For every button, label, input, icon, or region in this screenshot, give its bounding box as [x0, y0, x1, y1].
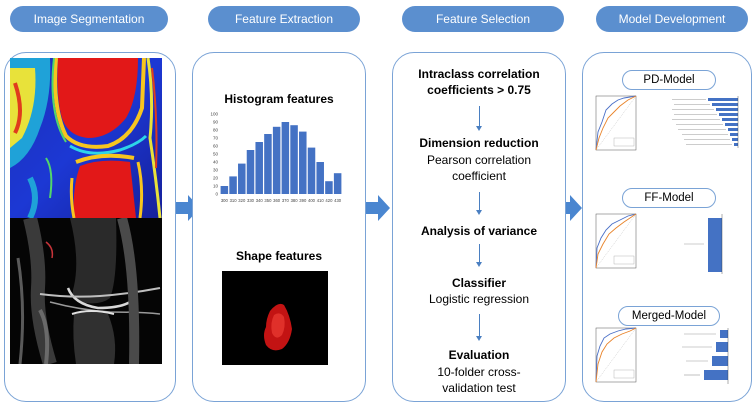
header-feature-selection: Feature Selection	[402, 6, 564, 32]
evaluation-detail: 10-folder cross-validation test	[437, 365, 521, 395]
arrow-right-icon	[366, 195, 390, 221]
down-arrow-icon	[476, 192, 482, 215]
pd-model-plots	[595, 95, 739, 151]
histogram-bar	[220, 186, 229, 194]
histogram-x-tick: 420	[325, 198, 333, 203]
histogram-x-tick: 400	[308, 198, 316, 203]
histogram-bar	[299, 131, 307, 194]
histogram-y-tick: 0	[215, 192, 218, 197]
segmentation-heatmap-image	[10, 58, 162, 218]
histogram-bar	[264, 134, 272, 194]
feature-selection-steps: Intraclass correlation coefficients > 0.…	[392, 52, 566, 402]
histogram-y-tick: 100	[210, 112, 218, 117]
header-image-segmentation: Image Segmentation	[10, 6, 168, 32]
down-arrow-icon	[476, 106, 482, 131]
shape-features-title: Shape features	[235, 249, 323, 263]
histogram-bar	[238, 163, 246, 194]
histogram-y-tick: 90	[213, 120, 219, 125]
merged-model-plots	[595, 327, 729, 384]
classifier-detail: Logistic regression	[428, 292, 530, 306]
histogram-y-tick: 70	[213, 136, 219, 141]
arrow-right-icon	[558, 195, 582, 221]
histogram-x-tick: 380	[291, 198, 299, 203]
ff-model-plots	[595, 213, 723, 274]
histogram-x-tick: 390	[299, 198, 307, 203]
down-arrow-icon	[476, 314, 482, 341]
knee-mri-image	[10, 218, 162, 364]
histogram-bar	[316, 162, 324, 194]
down-arrow-icon	[476, 244, 482, 267]
histogram-bar	[290, 125, 298, 194]
histogram-bar	[281, 122, 290, 194]
header-feature-extraction: Feature Extraction	[208, 6, 360, 32]
histogram-x-tick: 340	[256, 198, 264, 203]
histogram-y-tick: 50	[213, 152, 219, 157]
histogram-y-tick: 30	[213, 168, 219, 173]
histogram-bar	[255, 142, 263, 194]
histogram-y-tick: 60	[213, 144, 219, 149]
histogram-bar	[246, 150, 255, 194]
histogram-x-tick: 410	[317, 198, 325, 203]
shape-feature-image	[222, 271, 328, 365]
ff-model-title: FF-Model	[622, 188, 716, 208]
histogram-y-tick: 10	[213, 184, 219, 189]
header-model-development: Model Development	[596, 6, 748, 32]
histogram-features-title: Histogram features	[224, 92, 334, 106]
histogram-bar	[325, 181, 333, 194]
anova-step: Analysis of variance	[420, 224, 538, 238]
icc-step: Intraclass correlation coefficients > 0.…	[418, 67, 540, 97]
histogram-x-tick: 310	[230, 198, 238, 203]
histogram-x-tick: 370	[282, 198, 290, 203]
histogram-x-tick: 350	[264, 198, 272, 203]
histogram-x-tick: 320	[238, 198, 246, 203]
dimension-reduction-detail: Pearson correlation coefficient	[426, 153, 532, 183]
histogram-bar	[229, 176, 237, 194]
evaluation-title: Evaluation	[448, 348, 510, 362]
classifier-title: Classifier	[451, 276, 507, 290]
pd-model-title: PD-Model	[622, 70, 716, 90]
histogram-y-tick: 80	[213, 128, 219, 133]
histogram-bar	[333, 173, 342, 194]
merged-model-title: Merged-Model	[618, 306, 720, 326]
histogram-x-tick: 300	[221, 198, 229, 203]
histogram-y-tick: 20	[213, 176, 219, 181]
histogram-bar	[307, 147, 316, 194]
histogram-x-tick: 360	[273, 198, 281, 203]
histogram-y-tick: 40	[213, 160, 219, 165]
histogram-x-tick: 430	[334, 198, 342, 203]
dimension-reduction-title: Dimension reduction	[419, 136, 539, 150]
histogram-x-tick: 330	[247, 198, 255, 203]
histogram-bar	[272, 126, 281, 194]
